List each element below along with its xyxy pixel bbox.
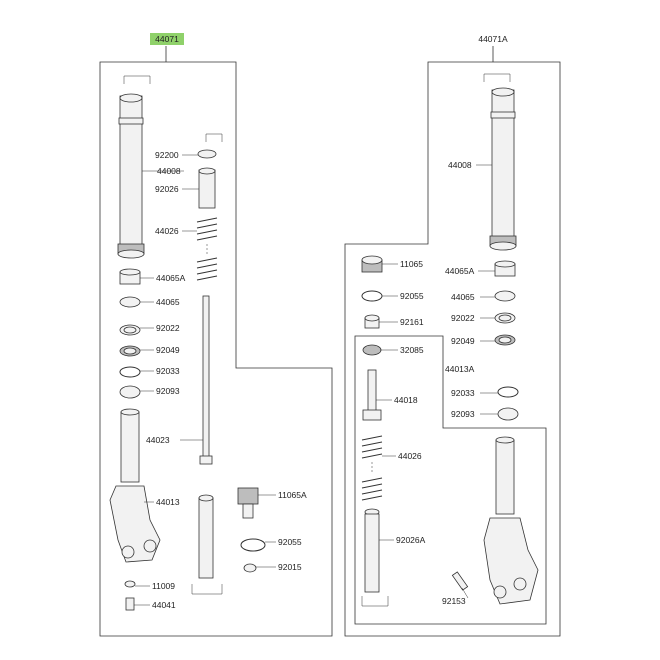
washer-92022-right (494, 312, 516, 324)
inner-tube-right (483, 436, 539, 605)
collar-92161 (364, 314, 380, 329)
circlip-92033-right (497, 386, 519, 398)
bolt-11009 (124, 580, 136, 588)
label-92022-left: 92022 (156, 323, 180, 333)
label-92049-left: 92049 (156, 345, 180, 355)
dust-seal-92093-right (497, 407, 519, 421)
label-44026-right: 44026 (398, 451, 422, 461)
cap-11065 (361, 255, 383, 273)
bushing-44065A (119, 268, 141, 285)
label-92022-right: 92022 (451, 313, 475, 323)
right-leader-lines (376, 164, 498, 599)
bolt-44041 (125, 597, 135, 611)
inner-tube-44013 (109, 408, 161, 563)
o-ring-92015 (243, 563, 257, 573)
label-44026-left: 44026 (155, 226, 179, 236)
o-ring-92055-right (361, 290, 383, 302)
left-leader-lines (134, 154, 276, 606)
label-44013: 44013 (156, 497, 180, 507)
left-fork-assembly: 44071 (99, 33, 333, 637)
left-title[interactable]: 44071 (155, 34, 179, 44)
circlip-92033 (119, 366, 141, 378)
label-92033-left: 92033 (156, 366, 180, 376)
label-92055-right: 92055 (400, 291, 424, 301)
right-fork-assembly: 44071A (344, 34, 561, 637)
label-92026-left: 92026 (155, 184, 179, 194)
label-44041: 44041 (152, 600, 176, 610)
nut-32085 (362, 344, 382, 356)
label-44018: 44018 (394, 395, 418, 405)
spacer-92026 (198, 167, 216, 209)
label-44013A: 44013A (445, 364, 475, 374)
bushing-44065 (119, 296, 141, 308)
label-11065A: 11065A (278, 490, 307, 500)
label-92033-right: 92033 (451, 388, 475, 398)
label-11009: 11009 (152, 581, 175, 591)
damper-valve-11065A (237, 487, 259, 519)
left-title-highlight (150, 33, 184, 45)
label-92200-left: 92200 (155, 150, 179, 160)
rod-44018 (362, 369, 382, 421)
label-92015: 92015 (278, 562, 302, 572)
oil-seal-92049-right (494, 334, 516, 346)
bushing-44065-right (494, 290, 516, 302)
label-44065A-left: 44065A (156, 273, 186, 283)
bolt-92153 (451, 571, 469, 591)
label-32085: 32085 (400, 345, 424, 355)
label-92153: 92153 (442, 596, 466, 606)
label-44008-right: 44008 (448, 160, 472, 170)
outer-tube-44008 (117, 75, 151, 259)
cylinder-44023 (191, 295, 223, 595)
label-44065-left: 44065 (156, 297, 180, 307)
washer-92022 (119, 324, 141, 336)
spacer-92026A (361, 508, 389, 607)
spring-44026-right (361, 435, 383, 501)
right-frame-outline (344, 46, 561, 637)
label-44065A-right: 44065A (445, 266, 475, 276)
label-44023: 44023 (146, 435, 170, 445)
label-44065-right: 44065 (451, 292, 475, 302)
right-inner-frame (354, 335, 547, 625)
label-92026A: 92026A (396, 535, 426, 545)
label-44008-left: 44008 (157, 166, 181, 176)
label-92093-left: 92093 (156, 386, 180, 396)
oil-seal-92049 (119, 345, 141, 357)
o-ring-92055-left (240, 538, 266, 552)
label-11065: 11065 (400, 259, 423, 269)
bushing-44065A-right (494, 260, 516, 277)
spring-44026 (196, 217, 218, 281)
label-92055-left: 92055 (278, 537, 302, 547)
cap-92200 (197, 133, 223, 159)
left-frame-outline (99, 46, 333, 637)
outer-tube-44008-right (483, 73, 517, 251)
label-92049-right: 92049 (451, 336, 475, 346)
dust-seal-92093 (119, 385, 141, 399)
right-title[interactable]: 44071A (478, 34, 508, 44)
label-92093-right: 92093 (451, 409, 475, 419)
label-92161: 92161 (400, 317, 424, 327)
